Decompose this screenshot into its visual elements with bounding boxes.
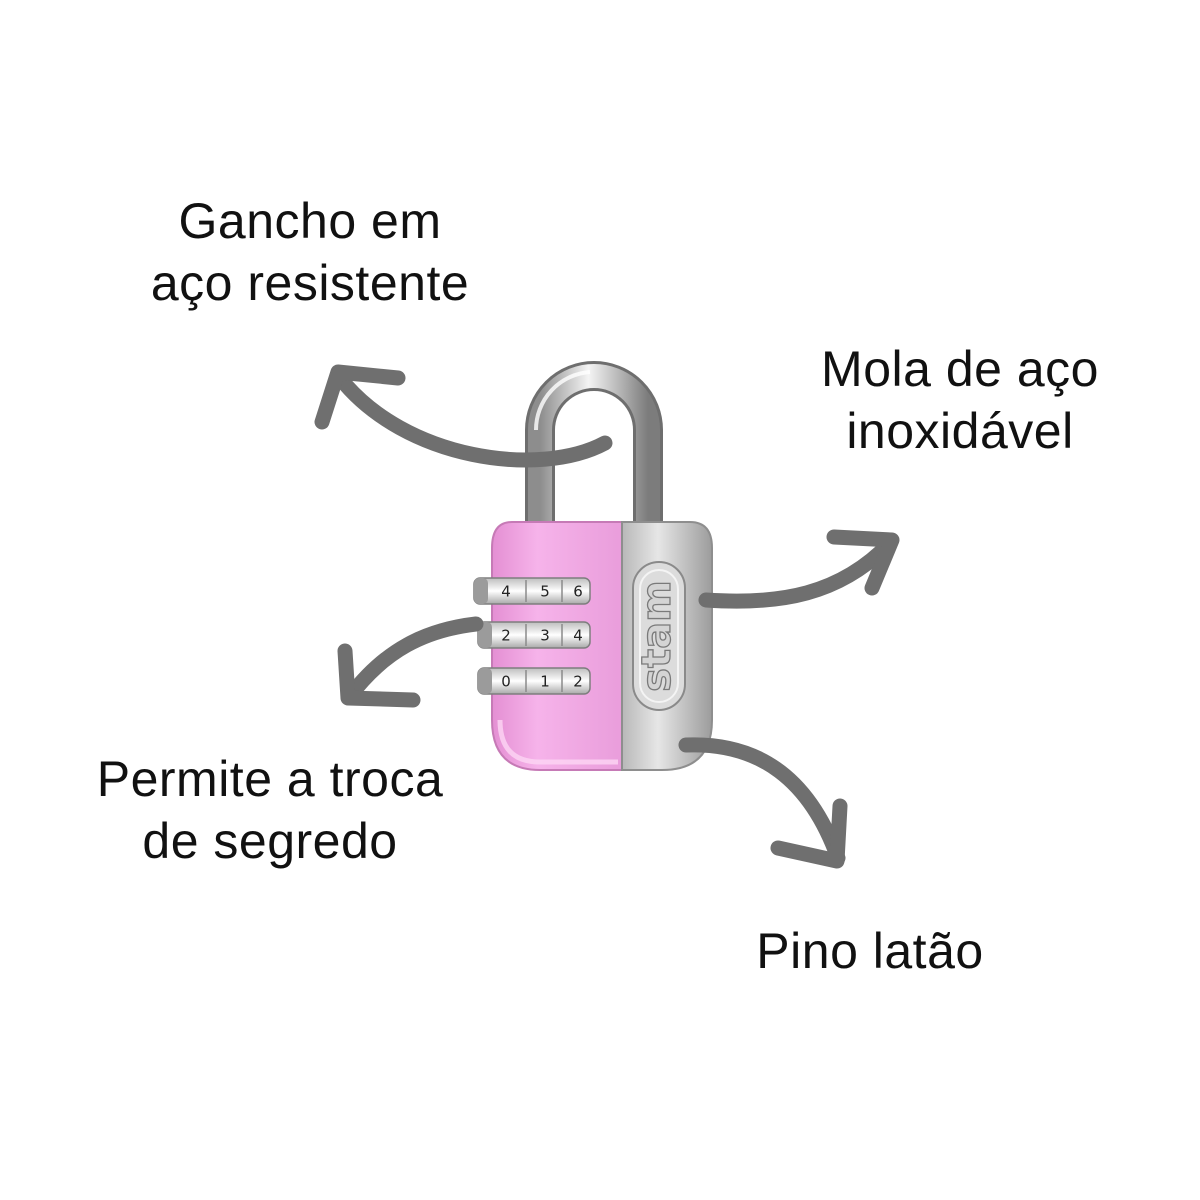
curved-arrow-icon — [698, 529, 900, 609]
callout-shackle-line1: Gancho em — [178, 193, 442, 249]
dial-digit: 6 — [573, 583, 583, 601]
curved-arrow-icon — [337, 616, 484, 708]
callout-code-change-line1: Permite a troca — [96, 751, 444, 807]
dial-digit: 2 — [573, 673, 583, 691]
combination-dials[interactable]: 4 5 6 2 3 4 0 1 2 — [473, 577, 591, 695]
dial-row-1: 4 5 6 — [473, 577, 591, 605]
dial-digit: 4 — [501, 583, 511, 601]
callout-spring: Mola de aço inoxidável — [790, 338, 1130, 462]
callout-code-change: Permite a troca de segredo — [60, 748, 480, 872]
callout-pin-line1: Pino latão — [756, 923, 984, 979]
callout-pin: Pino latão — [730, 920, 1010, 982]
callout-spring-line1: Mola de aço — [821, 341, 1099, 397]
callout-spring-line2: inoxidável — [846, 403, 1074, 459]
callout-code-change-line2: de segredo — [142, 813, 398, 869]
dial-row-3: 0 1 2 — [477, 667, 591, 695]
dial-digit: 2 — [501, 627, 511, 645]
dial-digit: 3 — [540, 627, 550, 645]
curved-arrow-icon — [678, 737, 848, 869]
curved-arrow-icon — [314, 364, 613, 468]
dial-digit: 1 — [540, 673, 550, 691]
callout-shackle-line2: aço resistente — [150, 255, 470, 311]
brand-logo: stam — [634, 580, 680, 692]
callout-shackle: Gancho em aço resistente — [105, 190, 515, 314]
dial-digit: 0 — [501, 673, 511, 691]
dial-digit: 4 — [573, 627, 583, 645]
dial-row-2: 2 3 4 — [477, 621, 591, 649]
dial-digit: 5 — [540, 583, 550, 601]
